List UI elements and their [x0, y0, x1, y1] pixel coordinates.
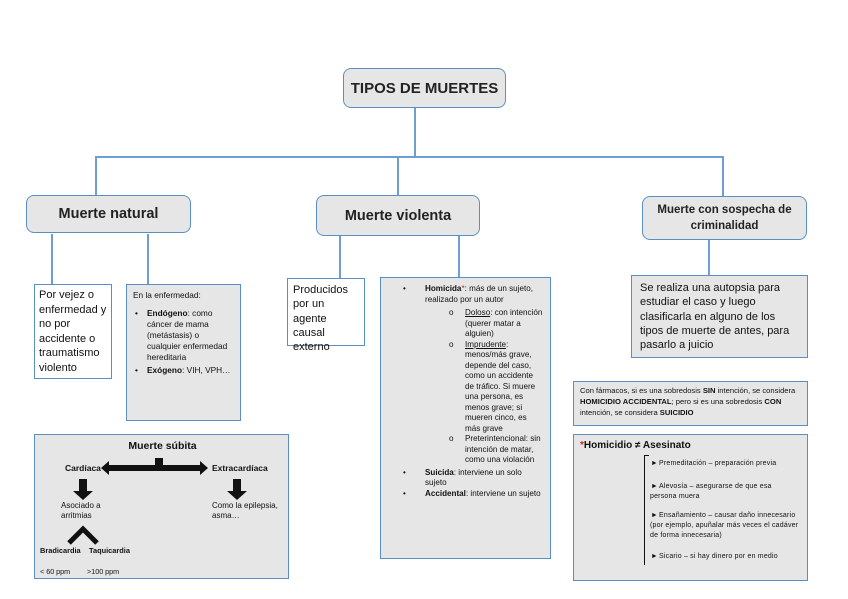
homicida-star: * — [461, 284, 465, 293]
violenta-definition-text: Producidos por un agente causal externo — [293, 284, 349, 354]
connector-sospecha-down — [708, 240, 710, 276]
homicidio-item-alevosia: ►Alevosía – asegurarse de que esa person… — [650, 483, 772, 500]
suicida-item: •Suicida: interviene un solo sujeto — [403, 467, 522, 488]
ensanamiento-text: Ensañamiento – causar daño innecesario (… — [650, 512, 799, 539]
endogeno-text: : como cáncer de mama (metástasis) o cua… — [147, 307, 228, 362]
cardiaca-label: Cardíaca — [65, 463, 101, 473]
enfermedad-list: •Endógeno: como cáncer de mama (metástas… — [133, 308, 234, 376]
homicidio-box: *Homicidio ≠ Asesinato ►Premeditación – … — [573, 434, 808, 581]
natural-definition-box: Por vejez o enfermedad y no por accident… — [34, 284, 112, 379]
suicida-label: Suicida — [425, 467, 454, 477]
homicida-item: •Homicida*: más de un sujeto, realizado … — [403, 284, 544, 466]
farmacos-sin: SIN — [702, 386, 716, 395]
connector-root-down — [414, 107, 416, 158]
asociado-text: Asociado a arritmias — [61, 501, 101, 521]
connector-violenta — [397, 156, 399, 196]
enfermedad-heading: En la enfermedad: — [133, 290, 201, 300]
bpm-low-label: < 60 ppm — [40, 567, 71, 576]
violenta-node: Muerte violenta — [316, 195, 480, 236]
farmacos-con: CON — [764, 396, 782, 406]
suicida-text: : interviene un solo sujeto — [425, 467, 522, 488]
root-node: TIPOS DE MUERTES — [343, 68, 506, 108]
homicida-text: : más de un sujeto, realizado por un aut… — [425, 284, 533, 304]
enfermedad-item-exogeno: •Exógeno: VIH, VPH… — [135, 364, 231, 375]
homicidio-bracket — [644, 455, 649, 565]
subita-box: Muerte súbita Cardíaca Extracardíaca Aso… — [34, 434, 289, 579]
doloso-label: Doloso — [465, 308, 491, 318]
connector-horizontal — [95, 156, 723, 158]
accidental-item: •Accidental: interviene un sujeto — [403, 488, 541, 498]
farmacos-text-2: intención, se considera — [715, 386, 796, 395]
connector-natural-right — [147, 234, 149, 285]
bradicardia-label: Bradicardia — [40, 546, 81, 555]
sospecha-title: Muerte con sospecha de criminalidad — [657, 203, 792, 232]
connector-sospecha — [722, 156, 724, 196]
bpm-high-label: >100 ppm — [87, 567, 120, 576]
farmacos-homicidio: HOMICIDIO ACCIDENTAL — [580, 396, 672, 406]
preterintencional-label: Preterintencional — [465, 434, 526, 444]
farmacos-text-3: ; pero si es una sobredosis — [671, 396, 765, 406]
imprudente-label: Imprudente — [465, 339, 506, 349]
violenta-definition-box: Producidos por un agente causal externo — [287, 278, 365, 353]
natural-node: Muerte natural — [26, 195, 191, 233]
violenta-list: •Homicida*: más de un sujeto, realizado … — [387, 284, 544, 499]
como-text: Como la epilepsia, asma… — [212, 501, 278, 521]
subita-title: Muerte súbita — [128, 440, 197, 452]
enfermedad-item-endogeno: •Endógeno: como cáncer de mama (metástas… — [135, 307, 228, 362]
violenta-title: Muerte violenta — [344, 207, 452, 224]
alevosia-text: Alevosía – asegurarse de que esa persona… — [650, 483, 772, 500]
doloso-text: : con intención (querer matar a alguien) — [465, 308, 543, 339]
taquicardia-label: Taquicardia — [89, 546, 130, 555]
natural-definition-text: Por vejez o enfermedad y no por accident… — [39, 289, 107, 374]
farmacos-suicidio: SUICIDIO — [659, 407, 694, 417]
natural-enfermedad-box: En la enfermedad: •Endógeno: como cáncer… — [126, 284, 241, 421]
accidental-text: : interviene un sujeto — [465, 488, 541, 498]
homicidio-title-row: *Homicidio ≠ Asesinato — [580, 440, 801, 451]
sospecha-definition-box: Se realiza una autopsia para estudiar el… — [631, 275, 808, 358]
connector-natural — [95, 156, 97, 196]
preterintencional-text: : sin intención de matar, como una viola… — [465, 434, 541, 465]
connector-violenta-right — [458, 236, 460, 278]
homicidio-item-ensanamiento: ►Ensañamiento – causar daño innecesario … — [650, 512, 799, 539]
homicidio-item-premeditacion: ►Premeditación – preparación previa — [650, 460, 777, 467]
farmacos-text-1: Con fármacos, si es una sobredosis — [580, 386, 703, 395]
subita-diagram — [67, 458, 247, 545]
violenta-tipos-box: •Homicida*: más de un sujeto, realizado … — [380, 277, 551, 559]
homicidio-star: * — [580, 440, 584, 451]
premeditacion-text: Premeditación – preparación previa — [659, 460, 777, 467]
endogeno-label: Endógeno — [147, 307, 188, 318]
exogeno-label: Exógeno — [147, 364, 183, 375]
accidental-label: Accidental — [425, 488, 466, 498]
connector-violenta-left — [339, 236, 341, 278]
imprudente-text: : menos/más grave, depende del caso, com… — [465, 339, 536, 433]
homicida-label: Homicida — [425, 284, 462, 293]
farmacos-text-4: intención, se considera — [580, 407, 660, 417]
natural-title: Muerte natural — [58, 206, 159, 222]
exogeno-text: : VIH, VPH… — [182, 364, 231, 375]
root-title: TIPOS DE MUERTES — [350, 79, 499, 97]
sospecha-definition-text: Se realiza una autopsia para estudiar el… — [640, 282, 790, 352]
extracardiaca-label: Extracardíaca — [212, 463, 268, 473]
farmacos-box: Con fármacos, si es una sobredosis SIN i… — [573, 381, 808, 426]
homicidio-item-sicario: ►Sicario – si hay dinero por en medio — [650, 553, 778, 560]
connector-natural-left — [51, 234, 53, 285]
homicidio-title: Homicidio ≠ Asesinato — [583, 440, 691, 451]
sicario-text: Sicario – si hay dinero por en medio — [659, 553, 778, 560]
sospecha-node: Muerte con sospecha de criminalidad — [642, 196, 807, 240]
